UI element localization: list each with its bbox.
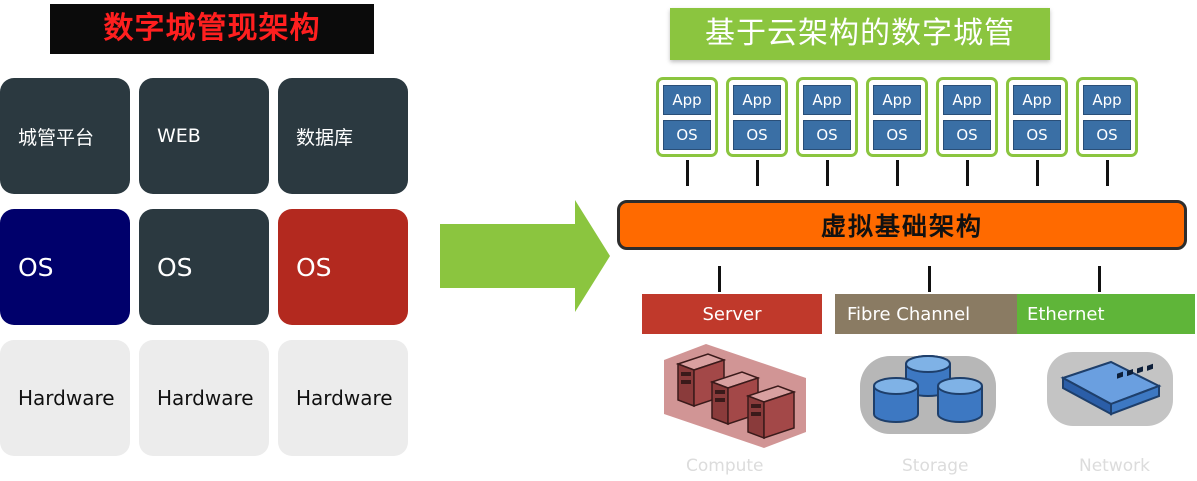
tile-label: 数据库	[296, 126, 354, 149]
vm-connector	[686, 160, 689, 186]
vm-card-2: App OS	[726, 77, 788, 157]
app-slot: App	[1083, 85, 1131, 115]
tile-os-1: OS	[0, 209, 130, 325]
vm-connector	[896, 160, 899, 186]
tile-hardware-3: Hardware	[278, 340, 408, 456]
tile-label: OS	[296, 252, 332, 282]
ethernet-label: Ethernet	[1027, 303, 1105, 325]
os-slot: OS	[803, 120, 851, 150]
tile-label: Hardware	[157, 386, 254, 410]
vm-card-7: App OS	[1076, 77, 1138, 157]
vm-card-1: App OS	[656, 77, 718, 157]
fibre-channel-label: Fibre Channel	[847, 303, 971, 325]
os-slot: OS	[733, 120, 781, 150]
tile-label: OS	[18, 252, 54, 282]
tile-database: 数据库	[278, 78, 408, 194]
tile-hardware-2: Hardware	[139, 340, 269, 456]
storage-icon	[860, 355, 996, 434]
vm-connector	[756, 160, 759, 186]
tile-label: WEB	[157, 125, 201, 147]
os-slot: OS	[1083, 120, 1131, 150]
app-slot: App	[943, 85, 991, 115]
tile-os-3: OS	[278, 209, 408, 325]
network-caption: Network	[1079, 456, 1150, 476]
tile-web: WEB	[139, 78, 269, 194]
tile-platform: 城管平台	[0, 78, 130, 194]
os-slot: OS	[1013, 120, 1061, 150]
vm-connector	[1106, 160, 1109, 186]
resource-connector	[718, 266, 721, 292]
right-title: 基于云架构的数字城管	[670, 8, 1050, 60]
os-slot: OS	[663, 120, 711, 150]
tile-label: OS	[157, 252, 193, 282]
app-slot: App	[873, 85, 921, 115]
network-switch-icon	[1047, 352, 1173, 426]
os-slot: OS	[943, 120, 991, 150]
vm-card-3: App OS	[796, 77, 858, 157]
vm-card-6: App OS	[1006, 77, 1068, 157]
vm-card-4: App OS	[866, 77, 928, 157]
storage-caption: Storage	[902, 456, 969, 476]
vm-connector	[966, 160, 969, 186]
compute-caption: Compute	[686, 456, 764, 476]
arrow-right-icon	[440, 200, 610, 312]
tile-hardware-1: Hardware	[0, 340, 130, 456]
vm-connector	[1036, 160, 1039, 186]
app-slot: App	[733, 85, 781, 115]
app-slot: App	[803, 85, 851, 115]
tile-label: 城管平台	[18, 126, 95, 149]
tile-label: Hardware	[18, 386, 115, 410]
ethernet-bar: Ethernet	[1017, 294, 1195, 334]
app-slot: App	[1013, 85, 1061, 115]
virtual-infrastructure-bar: 虚拟基础架构	[617, 200, 1187, 250]
server-bar: Server	[642, 294, 822, 334]
tile-os-2: OS	[139, 209, 269, 325]
resource-connector	[928, 266, 931, 292]
server-icon	[664, 344, 806, 448]
os-slot: OS	[873, 120, 921, 150]
vm-connector	[826, 160, 829, 186]
left-title: 数字城管现架构	[50, 4, 374, 54]
server-label: Server	[702, 303, 762, 325]
resource-connector	[1098, 266, 1101, 292]
app-slot: App	[663, 85, 711, 115]
tile-label: Hardware	[296, 386, 393, 410]
fibre-channel-bar: Fibre Channel	[835, 294, 1017, 334]
vm-card-5: App OS	[936, 77, 998, 157]
